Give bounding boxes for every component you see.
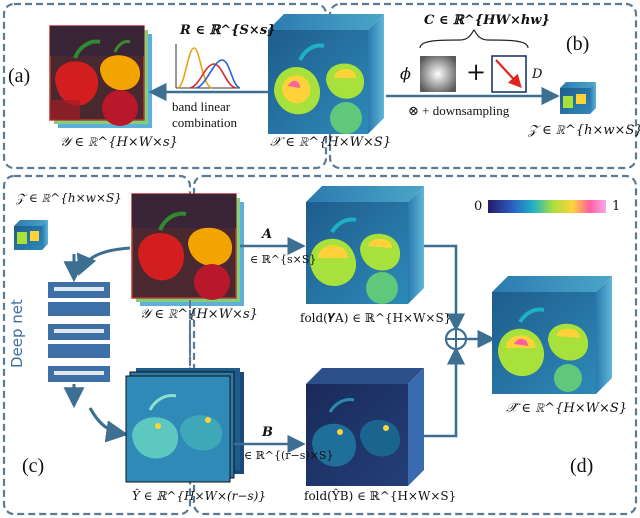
x-top-label: 𝒳 ∈ ℝ^{H×W×S} (270, 135, 392, 150)
lr-hsi-cube-bottom (14, 220, 48, 250)
panel-b-label: (b) (566, 33, 590, 55)
deep-net (48, 282, 110, 382)
yhat-stack (125, 368, 244, 483)
xhat-label: 𝒳̂ ∈ ℝ^{H×W×S} (506, 401, 628, 416)
band-text-2: combination (172, 115, 237, 130)
band-text-1: band linear (172, 99, 231, 114)
xhat-cube (492, 276, 612, 394)
panel-c-label: (c) (22, 455, 45, 477)
d-symbol: D (532, 67, 543, 82)
panel-d-frame (192, 174, 638, 516)
fold-ya-cube (306, 186, 424, 304)
panel-a-label: (a) (8, 65, 31, 87)
phi-blur-kernel (420, 56, 456, 92)
a-matrix-label: A (262, 227, 273, 242)
phi-symbol: ϕ (400, 64, 411, 83)
colorbar-max: 1 (612, 199, 621, 214)
y-top-label: 𝒴 ∈ ℝ^{H×W×s} (60, 135, 178, 150)
panel-d-label: (d) (570, 455, 594, 477)
op-text: ⊗ + downsampling (408, 103, 510, 118)
panel-b-frame (328, 2, 638, 170)
plus-symbol: + (466, 58, 487, 86)
r-matrix-label: R ∈ ℝ^{S×s} (180, 23, 276, 38)
yhat-label: Ŷ ∈ ℝ^{H×W×(r−s)} (132, 489, 266, 503)
spectral-response-plot (175, 44, 241, 89)
b-matrix-label: B (262, 425, 273, 440)
y-bottom-label: 𝒴 ∈ ℝ^{H×W×s} (140, 307, 258, 322)
hsi-cube-top (268, 14, 384, 134)
fold-ya-label: fold(𝒀A) ∈ ℝ^{H×W×S} (300, 311, 452, 325)
rgb-image-bottom (131, 193, 244, 306)
fold-yb-label: fold(ŶB) ∈ ℝ^{H×W×S} (304, 489, 457, 503)
arrow-y-to-net (76, 246, 131, 276)
arrow-yb-to-sum (424, 346, 466, 438)
z-bottom-label: 𝒵 ∈ ℝ^{h×w×S} (16, 191, 122, 205)
c-matrix-label: C ∈ ℝ^{HW×hw} (424, 13, 550, 28)
arrow-ya-to-sum (424, 244, 466, 332)
b-matrix-dim: ∈ ℝ^{(r−s)×S} (244, 449, 334, 462)
a-matrix-dim: ∈ ℝ^{s×S} (250, 253, 317, 266)
lr-hsi-cube-top (560, 82, 596, 114)
sum-node (444, 327, 468, 351)
panel-c-frame (2, 174, 192, 516)
colorbar-min: 0 (474, 199, 483, 214)
degradation-operator (419, 29, 529, 93)
z-top-label: 𝒵 ∈ ℝ^{h×w×S} (528, 123, 640, 138)
rgb-image-top (49, 25, 152, 128)
deep-net-label: Deep net (8, 299, 26, 368)
arrow-net-to-yhat (88, 407, 129, 443)
fold-yb-cube (306, 368, 424, 486)
colorbar (488, 200, 606, 213)
